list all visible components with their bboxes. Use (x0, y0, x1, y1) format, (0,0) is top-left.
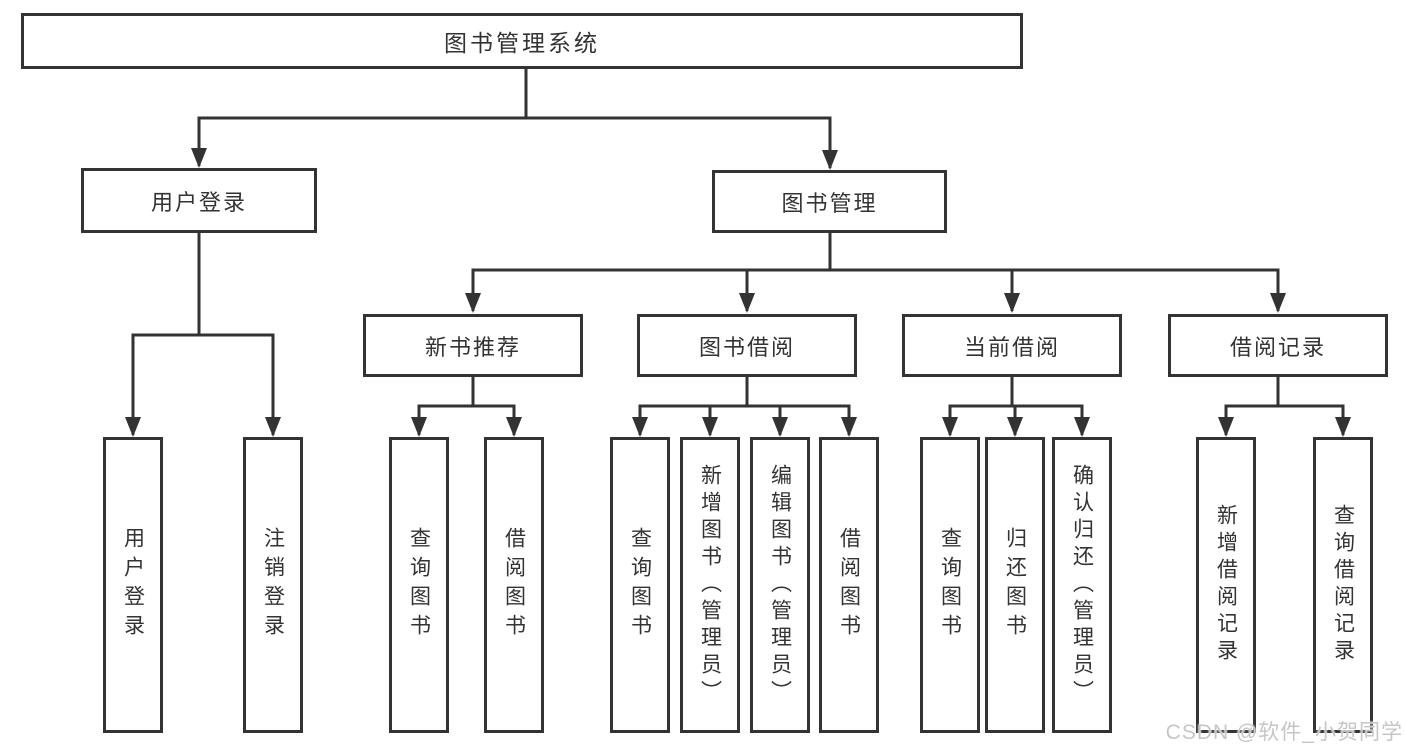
node-book-management: 图书管理 (712, 170, 947, 233)
leaf-return-books-label: 归还图书 (1003, 527, 1027, 643)
leaf-edit-book-admin-label: 编辑图书（管理员） (768, 463, 792, 707)
node-current-borrowing: 当前借阅 (902, 314, 1122, 377)
node-book-management-label: 图书管理 (781, 190, 878, 216)
connector-trunks (131, 69, 1345, 408)
node-user-login: 用户登录 (81, 168, 317, 233)
leaf-search-borrow-record-label: 查询借阅记录 (1331, 504, 1355, 666)
node-new-book-recommendation: 新书推荐 (363, 314, 583, 377)
leaf-add-book-admin: 新增图书（管理员） (680, 437, 740, 733)
leaf-search-books-borrow-label: 查询图书 (628, 527, 652, 643)
leaf-logout: 注销登录 (243, 437, 303, 733)
leaf-search-books-recommend-label: 查询图书 (407, 527, 431, 643)
leaf-search-books-current-label: 查询图书 (938, 527, 962, 643)
leaf-search-books-borrow: 查询图书 (610, 437, 670, 733)
leaf-confirm-return-admin: 确认归还（管理员） (1052, 437, 1112, 733)
leaf-add-borrow-record-label: 新增借阅记录 (1214, 504, 1238, 666)
leaf-borrow-books-recommend-label: 借阅图书 (502, 527, 526, 643)
node-borrowing-records-label: 借阅记录 (1229, 334, 1326, 360)
leaf-borrow-books-recommend: 借阅图书 (484, 437, 544, 733)
watermark: CSDN @软件_小贺同学 (1165, 721, 1403, 744)
node-new-book-recommendation-label: 新书推荐 (424, 334, 521, 360)
leaf-borrow-books-label: 借阅图书 (837, 527, 861, 643)
leaf-edit-book-admin: 编辑图书（管理员） (750, 437, 810, 733)
leaf-confirm-return-admin-label: 确认归还（管理员） (1070, 463, 1094, 707)
node-borrowing-records: 借阅记录 (1168, 314, 1388, 377)
node-book-borrowing-label: 图书借阅 (698, 334, 795, 360)
leaf-user-login: 用户登录 (103, 437, 163, 733)
node-book-borrowing: 图书借阅 (637, 314, 857, 377)
leaf-logout-label: 注销登录 (261, 527, 285, 643)
node-current-borrowing-label: 当前借阅 (963, 334, 1060, 360)
node-user-login-label: 用户登录 (150, 189, 247, 215)
leaf-add-borrow-record: 新增借阅记录 (1196, 437, 1256, 733)
connector-arrows (125, 118, 1351, 437)
leaf-search-books-recommend: 查询图书 (389, 437, 449, 733)
leaf-return-books: 归还图书 (985, 437, 1045, 733)
leaf-search-books-current: 查询图书 (920, 437, 980, 733)
leaf-search-borrow-record: 查询借阅记录 (1313, 437, 1373, 733)
leaf-add-book-admin-label: 新增图书（管理员） (698, 463, 722, 707)
node-library-system-label: 图书管理系统 (444, 30, 600, 56)
node-library-system: 图书管理系统 (21, 13, 1023, 69)
leaf-borrow-books: 借阅图书 (819, 437, 879, 733)
leaf-user-login-label: 用户登录 (121, 527, 145, 643)
